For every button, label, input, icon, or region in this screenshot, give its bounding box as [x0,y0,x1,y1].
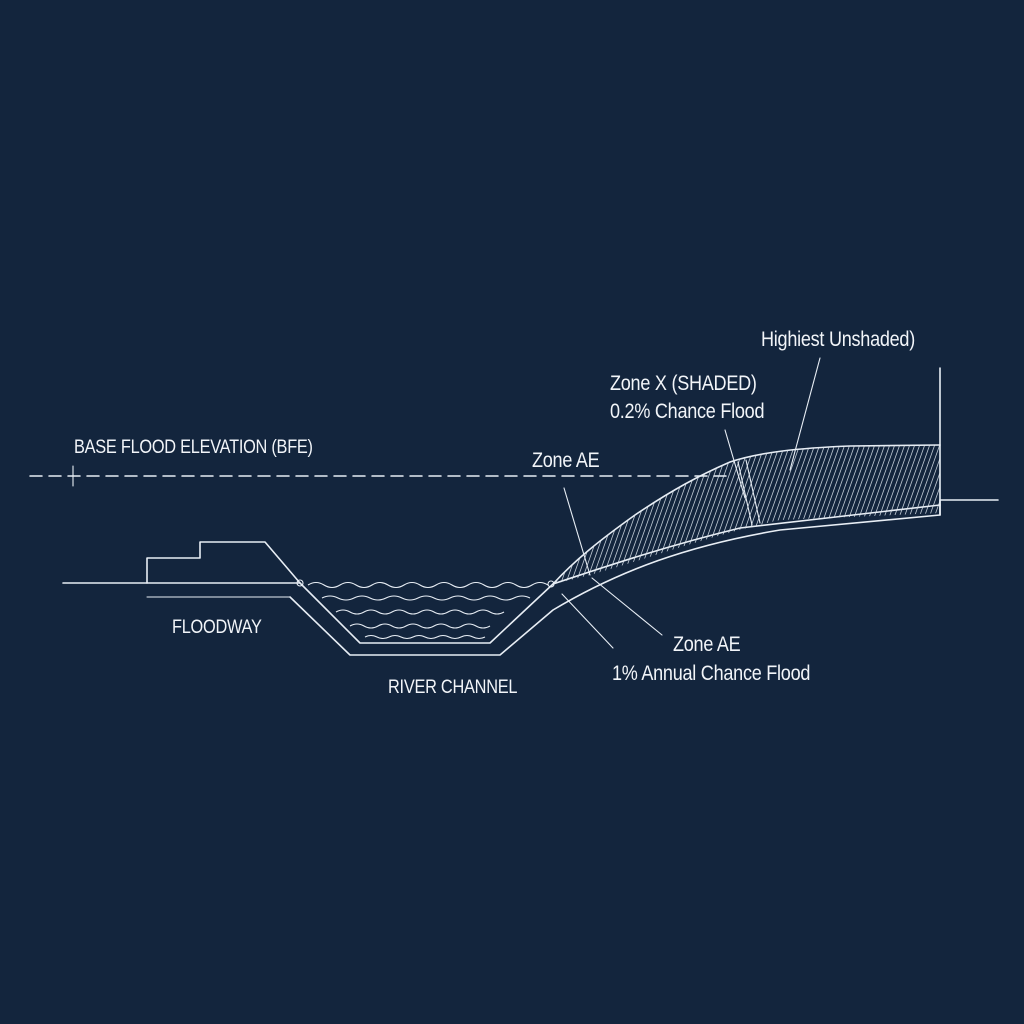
hatch-stroke [934,445,940,584]
hatch-stroke [445,430,505,600]
hatch-stroke [824,445,886,584]
leader-zone-x [724,429,746,499]
zone-x-label-line1: Zone X (SHADED) [610,372,757,395]
bfe-label: BASE FLOOD ELEVATION (BFE) [74,437,313,458]
hatch-stroke [604,445,666,584]
hatch-stroke [455,430,515,600]
hatch-stroke [919,445,940,584]
hatch-stroke [729,445,791,584]
hatch-stroke [914,445,940,584]
hatch-stroke [889,445,940,584]
zone-divider-1 [737,461,753,526]
hatch-stroke [734,445,796,584]
hatch-stroke [450,430,510,600]
hatch-stroke [599,445,661,584]
hatch-stroke [709,445,771,584]
hatch-stroke [420,430,480,600]
hatch-stroke [714,445,776,584]
hatch-stroke [939,445,940,584]
hatch-stroke [869,445,931,584]
hatch-stroke [644,445,706,584]
hatch-stroke [704,445,766,584]
water-surface [307,581,549,640]
hatch-stroke [410,430,470,600]
hatch-stroke [629,445,691,584]
hatch-stroke [754,445,816,584]
hatch-stroke [465,430,525,600]
leader-zone-ae-bottom-1 [561,593,614,649]
hatch-stroke [684,445,746,584]
floodway-structure [146,541,301,584]
hatch-stroke [659,445,721,584]
highest-unshaded-label: Highiest Unshaded) [761,328,915,351]
hatch-stroke [864,445,926,584]
hatch-stroke [470,430,530,600]
hatch-stroke [639,445,701,584]
river-channel-label: RIVER CHANNEL [388,677,518,698]
hatch-stroke [689,445,751,584]
hatch-stroke [619,445,681,584]
leader-zone-ae-bottom-2 [591,577,663,636]
channel-bed-outer [289,499,999,656]
hatch-stroke [649,445,711,584]
junction-left [296,579,304,587]
hatch-stroke [679,445,741,584]
floodway-label: FLOODWAY [172,617,262,638]
hatch-stroke [874,445,936,584]
zone-divider-2 [745,459,761,524]
hatch-stroke [854,445,916,584]
hatch-stroke [425,430,485,600]
hatch-stroke [440,430,500,600]
hatch-stroke [859,445,921,584]
hatch-stroke [774,445,836,584]
hatch-stroke [769,445,831,584]
hatch-stroke [899,445,940,584]
hatch-stroke [415,430,475,600]
hatch-stroke [694,445,756,584]
hatch-stroke [430,430,490,600]
zone-x-label-line2: 0.2% Chance Flood [610,400,765,423]
hatch-stroke [834,445,896,584]
hatch-stroke [594,445,656,584]
zone-ae-bottom-label-line1: Zone AE [673,633,741,656]
hatch-stroke [654,445,716,584]
zone-ae-bottom-label-line2: 1% Annual Chance Flood [612,662,811,685]
hatch-stroke [739,445,801,584]
hatch-stroke [669,445,731,584]
hatch-stroke [699,445,761,584]
hatch-stroke [814,445,876,584]
hatch-stroke [809,445,871,584]
hatch-stroke [480,430,540,600]
hatch-stroke [819,445,881,584]
hatch-stroke [764,445,826,584]
hatch-stroke [789,445,851,584]
hatch-stroke [664,445,726,584]
hatch-stroke [829,445,891,584]
hatch-stroke [759,445,821,584]
hatch-stroke [779,445,841,584]
hatch-stroke [879,445,940,584]
hatch-stroke [674,445,736,584]
hatch-stroke [609,445,671,584]
hatch-stroke [794,445,856,584]
hatch-stroke [634,445,696,584]
hatch-stroke [435,430,495,600]
hatched-embankment [410,430,941,600]
leader-highest-unshaded [789,357,821,471]
hatch-stroke [475,430,535,600]
hatch-stroke [460,430,520,600]
hatch-stroke [894,445,940,584]
leader-zone-ae-top [563,487,591,576]
zone-ae-top-label: Zone AE [532,449,600,472]
